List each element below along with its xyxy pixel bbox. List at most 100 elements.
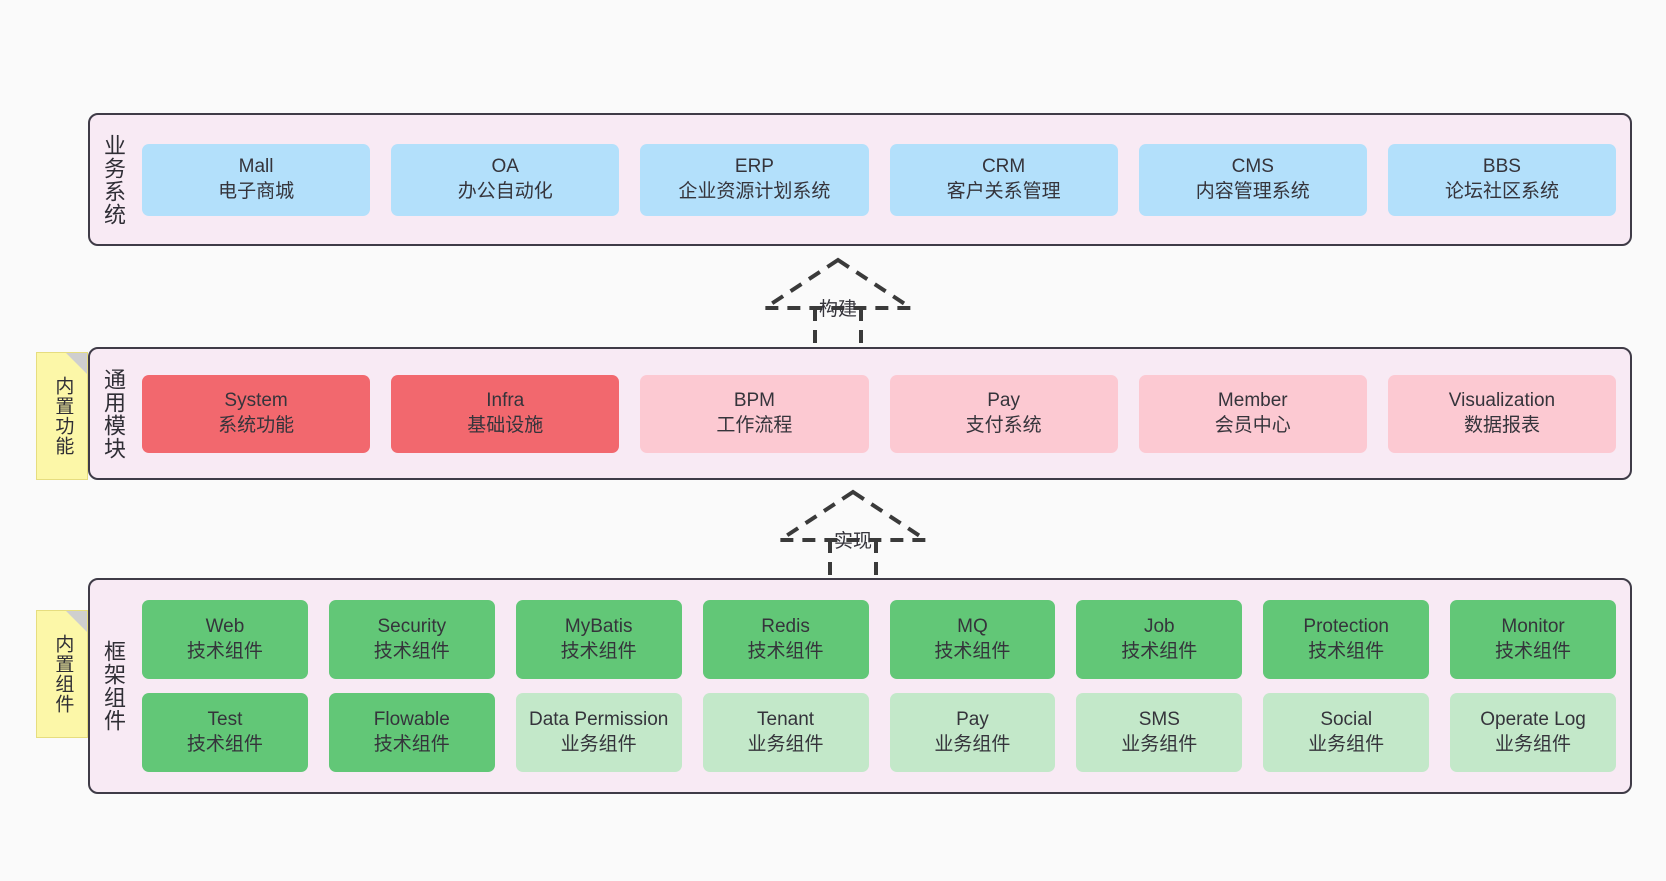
card-test-en: Test [207,709,243,731]
note-builtin-feature-label: 内置功能 [52,376,74,456]
card-job[interactable]: Job 技术组件 [1076,600,1243,679]
card-erp-zh: 企业资源计划系统 [678,180,831,202]
layer-framework-component-body: Web 技术组件 Security 技术组件 MyBatis 技术组件 Redi… [136,580,1630,792]
card-mybatis-en: MyBatis [564,616,633,638]
card-visualization[interactable]: Visualization 数据报表 [1387,374,1617,453]
card-system-zh: 系统功能 [218,414,295,436]
card-pay-component-zh: 业务组件 [934,733,1011,755]
card-social-zh: 业务组件 [1308,733,1385,755]
card-system-en: System [224,390,288,412]
card-mq-zh: 技术组件 [934,640,1011,662]
card-web[interactable]: Web 技术组件 [142,600,308,679]
card-operate-log[interactable]: Operate Log 业务组件 [1450,693,1616,772]
framework-card-row-2: Test 技术组件 Flowable 技术组件 Data Permission … [142,693,1616,772]
card-infra[interactable]: Infra 基础设施 [391,374,620,453]
card-flowable[interactable]: Flowable 技术组件 [328,693,495,772]
card-data-permission[interactable]: Data Permission 业务组件 [515,693,682,772]
card-web-en: Web [205,616,245,638]
card-social-en: Social [1320,709,1373,731]
layer-framework-component: 框架组件 Web 技术组件 Security 技术组件 MyBatis 技术组件… [88,578,1632,794]
card-data-permission-zh: 业务组件 [560,733,637,755]
card-pay-component[interactable]: Pay 业务组件 [889,693,1056,772]
connector-build: 构建 [758,257,918,354]
card-mybatis[interactable]: MyBatis 技术组件 [515,600,682,679]
layer-framework-component-label: 框架组件 [100,640,126,732]
card-security[interactable]: Security 技术组件 [328,600,495,679]
card-bpm[interactable]: BPM 工作流程 [640,374,869,453]
layer-business-system-body: Mall 电子商城 OA 办公自动化 ERP 企业资源计划系统 CRM 客户关系… [136,115,1630,244]
card-bpm-en: BPM [733,390,776,412]
note-builtin-feature: 内置功能 [36,352,88,480]
card-visualization-en: Visualization [1448,390,1556,412]
card-mq[interactable]: MQ 技术组件 [889,600,1056,679]
card-job-zh: 技术组件 [1121,640,1198,662]
card-mq-en: MQ [957,616,988,638]
card-mybatis-zh: 技术组件 [560,640,637,662]
card-bpm-zh: 工作流程 [716,414,793,436]
card-redis[interactable]: Redis 技术组件 [702,600,869,679]
card-pay-module-zh: 支付系统 [965,414,1042,436]
card-sms[interactable]: SMS 业务组件 [1076,693,1243,772]
card-redis-zh: 技术组件 [747,640,824,662]
card-oa-en: OA [491,156,519,178]
card-sms-en: SMS [1138,709,1180,731]
layer-business-system-label: 业务系统 [100,133,126,226]
card-security-en: Security [377,616,447,638]
card-pay-component-en: Pay [956,709,989,731]
card-tenant-en: Tenant [757,709,815,731]
layer-business-system: 业务系统 Mall 电子商城 OA 办公自动化 ERP 企业资源计划系统 CRM… [88,113,1632,246]
card-bbs[interactable]: BBS 论坛社区系统 [1387,143,1617,216]
card-tenant[interactable]: Tenant 业务组件 [702,693,869,772]
note-builtin-component: 内置组件 [36,610,88,738]
card-web-zh: 技术组件 [186,640,263,662]
card-monitor-zh: 技术组件 [1495,640,1572,662]
card-cms-zh: 内容管理系统 [1195,180,1310,202]
note-fold-corner-icon [66,611,87,632]
common-card-row: System 系统功能 Infra 基础设施 BPM 工作流程 Pay 支付系统… [142,374,1617,453]
business-card-row: Mall 电子商城 OA 办公自动化 ERP 企业资源计划系统 CRM 客户关系… [142,143,1617,216]
note-builtin-component-label: 内置组件 [52,634,74,714]
card-sms-zh: 业务组件 [1121,733,1198,755]
card-member-zh: 会员中心 [1214,414,1291,436]
card-member[interactable]: Member 会员中心 [1138,374,1367,453]
card-flowable-zh: 技术组件 [373,733,450,755]
card-mall-en: Mall [238,156,274,178]
card-operate-log-zh: 业务组件 [1495,733,1572,755]
card-redis-en: Redis [761,616,810,638]
card-erp[interactable]: ERP 企业资源计划系统 [640,143,869,216]
card-tenant-zh: 业务组件 [747,733,824,755]
card-test-zh: 技术组件 [186,733,263,755]
card-monitor[interactable]: Monitor 技术组件 [1450,600,1616,679]
card-operate-log-en: Operate Log [1480,709,1586,731]
card-pay-module-en: Pay [987,390,1020,412]
card-bbs-en: BBS [1482,156,1521,178]
card-crm[interactable]: CRM 客户关系管理 [889,143,1118,216]
layer-common-module: 通用模块 System 系统功能 Infra 基础设施 BPM 工作流程 Pay… [88,347,1632,480]
card-oa-zh: 办公自动化 [457,180,553,202]
card-job-en: Job [1143,616,1175,638]
card-member-en: Member [1217,390,1288,412]
connector-implement: 实现 [773,489,933,586]
card-pay-module[interactable]: Pay 支付系统 [889,374,1118,453]
card-system[interactable]: System 系统功能 [142,374,371,453]
note-fold-corner-icon [66,353,87,374]
card-protection-zh: 技术组件 [1308,640,1385,662]
card-cms-en: CMS [1231,156,1274,178]
framework-card-row-1: Web 技术组件 Security 技术组件 MyBatis 技术组件 Redi… [142,600,1616,679]
card-flowable-en: Flowable [373,709,450,731]
card-oa[interactable]: OA 办公自动化 [391,143,620,216]
card-social[interactable]: Social 业务组件 [1263,693,1430,772]
card-mall-zh: 电子商城 [218,180,295,202]
card-erp-en: ERP [734,156,774,178]
layer-common-module-body: System 系统功能 Infra 基础设施 BPM 工作流程 Pay 支付系统… [136,349,1630,478]
card-crm-zh: 客户关系管理 [946,180,1061,202]
layer-common-module-label: 通用模块 [100,367,126,460]
card-mall[interactable]: Mall 电子商城 [142,143,371,216]
card-security-zh: 技术组件 [373,640,450,662]
card-protection[interactable]: Protection 技术组件 [1263,600,1430,679]
card-test[interactable]: Test 技术组件 [142,693,308,772]
connector-implement-label: 实现 [833,531,873,552]
card-protection-en: Protection [1303,616,1389,638]
card-bbs-zh: 论坛社区系统 [1444,180,1559,202]
card-cms[interactable]: CMS 内容管理系统 [1138,143,1367,216]
